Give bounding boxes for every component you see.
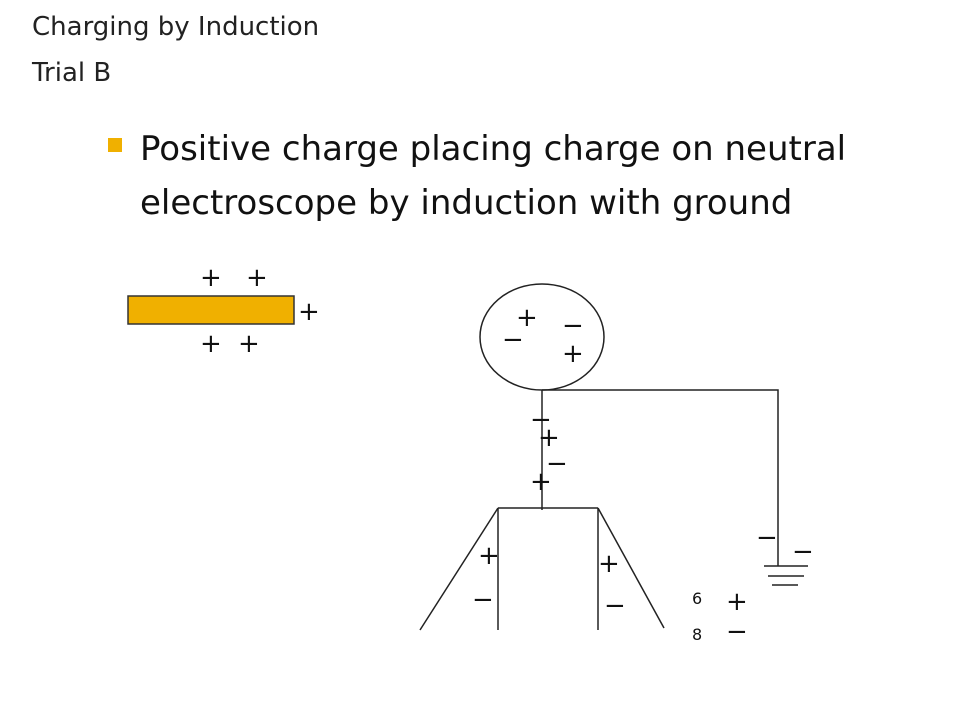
rod-charge: + — [200, 329, 222, 359]
slide-number: 6 — [692, 589, 702, 608]
rod-charge: + — [298, 297, 320, 327]
stem-charge: + — [538, 423, 560, 453]
rod-charge: + — [238, 329, 260, 359]
ground-wire — [542, 389, 779, 566]
bullet-square-icon — [108, 138, 122, 152]
leaf-charge: − — [604, 591, 626, 621]
ground-charge: − — [792, 537, 814, 567]
charged-rod — [127, 295, 295, 325]
knob-charge: − — [502, 325, 524, 355]
knob-charge: + — [516, 303, 538, 333]
leaf-right-outer — [597, 507, 665, 629]
stem-charge: − — [530, 405, 552, 435]
slide-subtitle: Trial B — [32, 58, 112, 88]
slide-number: 8 — [692, 625, 702, 644]
leaf-charge: − — [472, 585, 494, 615]
knob-charge: − — [562, 311, 584, 341]
electroscope-knob — [479, 283, 605, 391]
rod-charge: + — [246, 263, 268, 293]
rod-charge: + — [200, 263, 222, 293]
slide-title: Charging by Induction — [32, 12, 320, 42]
knob-charge: + — [562, 339, 584, 369]
bullet-text: Positive charge placing charge on neutra… — [140, 129, 847, 223]
leaf-charge: + — [478, 541, 500, 571]
stem-charge: + — [530, 467, 552, 497]
corner-charge: − — [726, 617, 748, 647]
ground-charge: − — [756, 523, 778, 553]
corner-charge: + — [726, 587, 748, 617]
stem-charge: − — [546, 449, 568, 479]
leaf-left-outer — [419, 507, 499, 631]
leaf-charge: + — [598, 549, 620, 579]
